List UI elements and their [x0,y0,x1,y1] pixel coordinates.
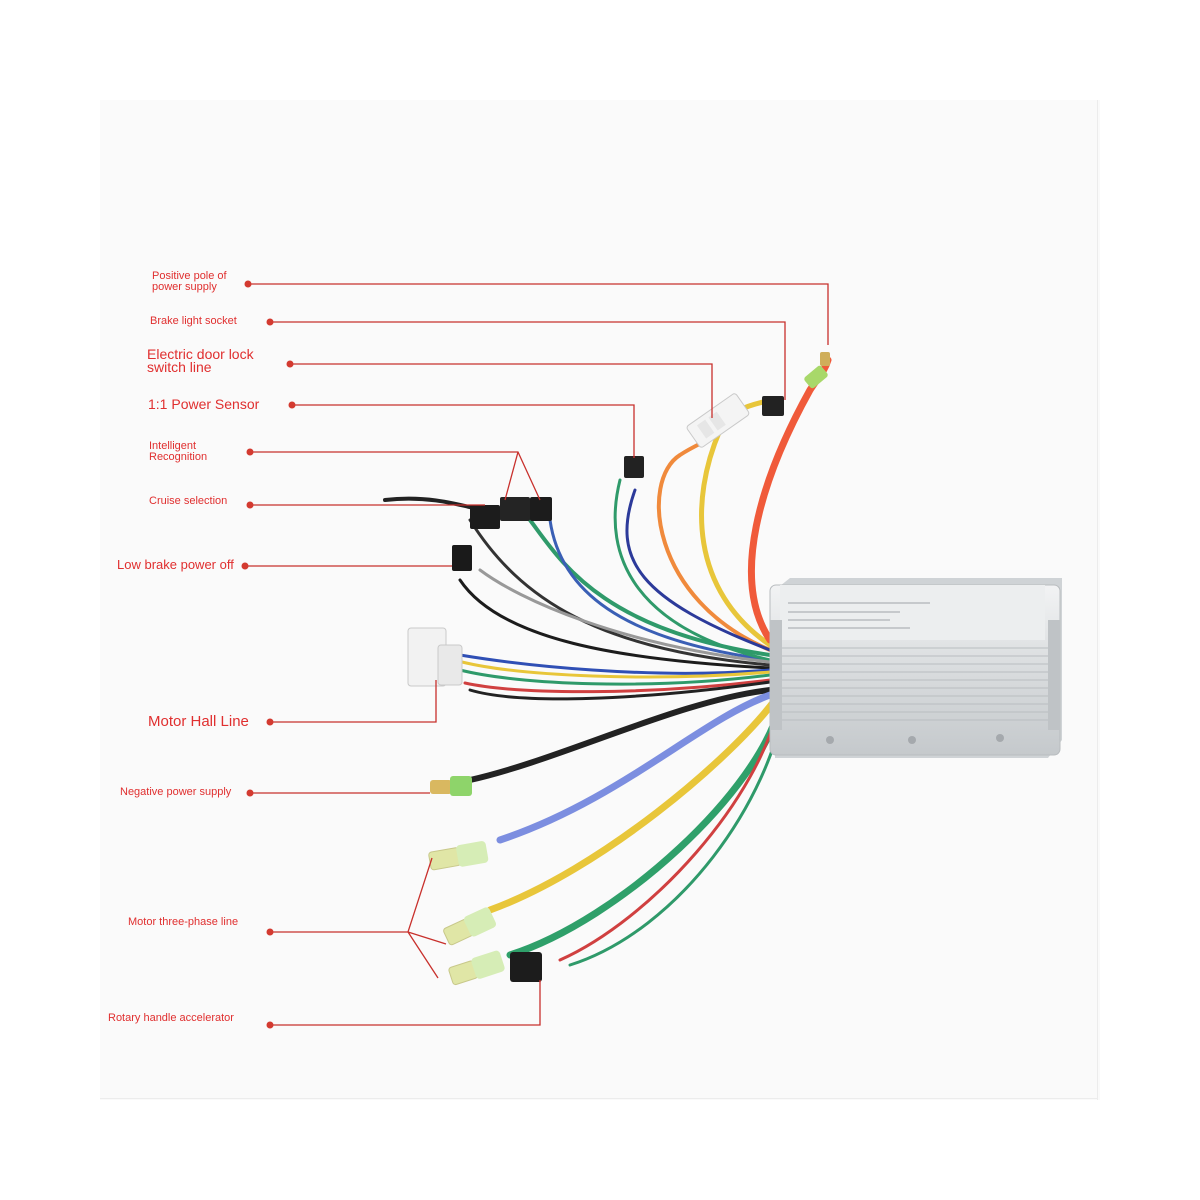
label-motor-hall: Motor Hall Line [148,714,249,729]
label-positive-pole: Positive pole of power supply [152,271,227,293]
leader-dots [242,281,296,1029]
label-positive-pole-line2: power supply [152,282,227,293]
label-brake-light-socket: Brake light socket [150,316,237,327]
label-intelligent-line2: Recognition [149,452,207,463]
label-door-lock: Electric door lock switch line [147,348,254,374]
controller-box [770,578,1062,758]
label-low-brake: Low brake power off [117,558,234,571]
label-negative-power: Negative power supply [120,787,231,798]
label-power-sensor: 1:1 Power Sensor [148,397,259,411]
label-door-lock-line2: switch line [147,361,254,374]
label-three-phase: Motor three-phase line [128,917,238,928]
label-intelligent-recognition: Intelligent Recognition [149,441,207,463]
label-cruise-selection: Cruise selection [149,496,227,507]
label-accelerator: Rotary handle accelerator [108,1013,234,1024]
